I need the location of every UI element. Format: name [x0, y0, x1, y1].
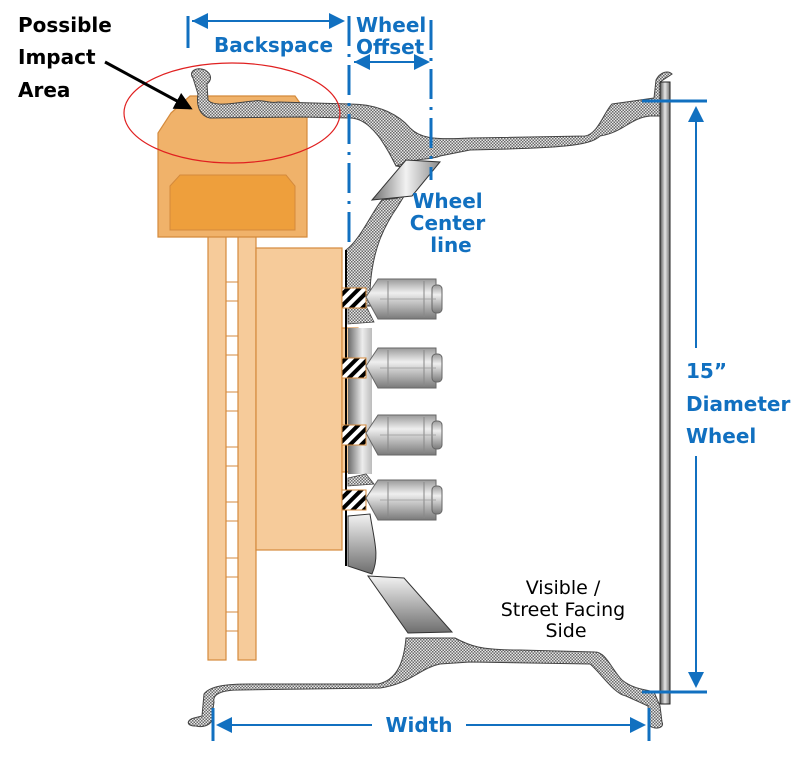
wheel-offset-label: Wheel Offset — [356, 13, 433, 59]
brake-rotor — [207, 235, 359, 661]
impact-area-circle — [123, 62, 341, 164]
lug-nut — [365, 278, 443, 320]
diameter-label: 15” Diameter Wheel — [686, 359, 797, 448]
width-dimension — [211, 708, 651, 741]
wheel-barrel — [187, 68, 673, 729]
rotor-hat — [255, 247, 343, 551]
wheel-spoke-upper — [370, 159, 442, 201]
rotor-vanes — [226, 281, 238, 632]
hub-bore — [348, 328, 372, 474]
lug-nut — [365, 479, 443, 521]
tire-sidewall — [659, 81, 671, 705]
lug-nut — [365, 414, 443, 456]
lug-nuts — [365, 278, 443, 521]
wheel-studs — [341, 287, 367, 511]
backspace-label: Backspace — [214, 33, 333, 57]
diameter-dimension — [642, 99, 707, 694]
brake-caliper — [157, 95, 308, 238]
backspace-dimension — [186, 13, 345, 48]
lug-nut — [365, 347, 443, 389]
offset-dimension — [347, 16, 433, 250]
wheel-spoke-lower — [347, 513, 377, 575]
width-label: Width — [385, 713, 452, 737]
visible-side-label: Visible / Street Facing Side — [501, 577, 631, 642]
impact-arrow — [104, 60, 193, 110]
wheel-center-line-label: Wheel Center line — [410, 189, 492, 257]
impact-area-label: Possible Impact Area — [18, 13, 119, 102]
